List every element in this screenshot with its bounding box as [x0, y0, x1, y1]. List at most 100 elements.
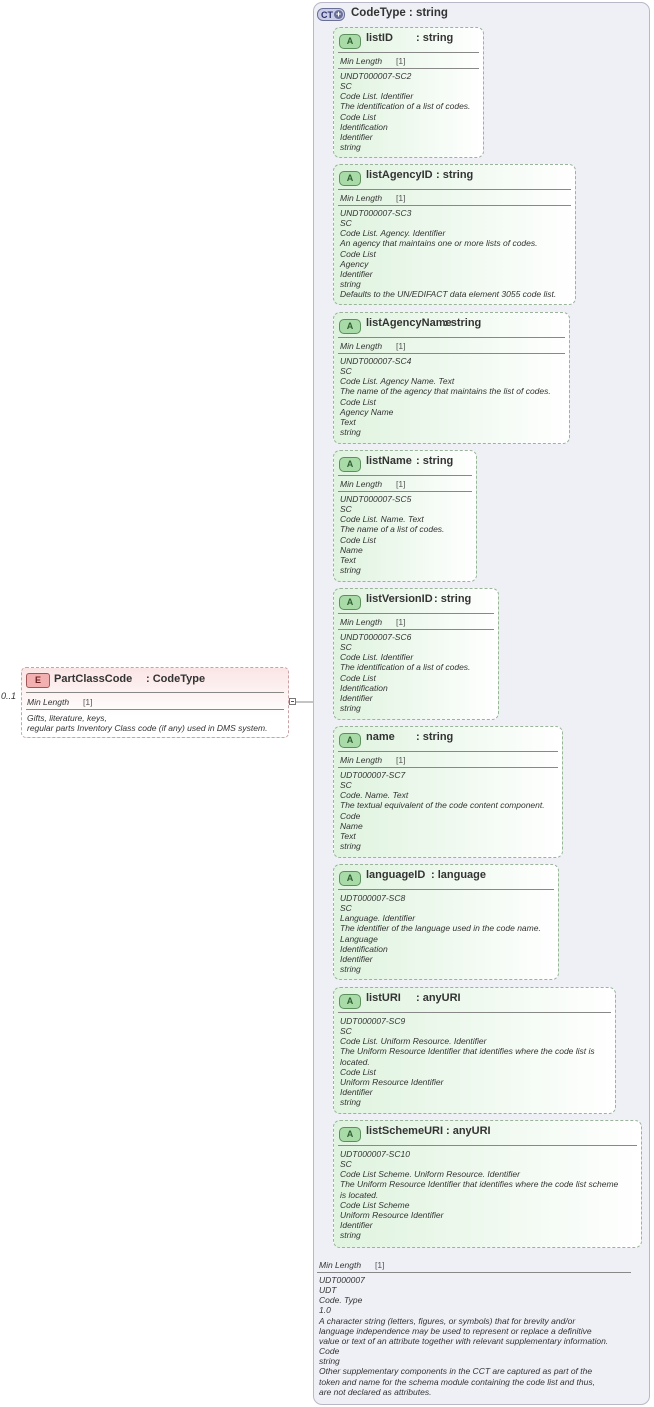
attribute-badge: A — [339, 34, 361, 49]
doc-line: Name — [340, 544, 363, 555]
element-min-length-label: Min Length — [27, 697, 70, 707]
doc-line: token and name for the schema module con… — [319, 1376, 595, 1387]
element-type: : CodeType — [146, 673, 206, 685]
attribute-min-length-value: [1] — [396, 56, 406, 66]
doc-line: Language — [340, 933, 378, 944]
attribute-badge: A — [339, 171, 361, 186]
element-separator-1 — [26, 692, 284, 693]
attribute-badge: A — [339, 994, 361, 1009]
doc-line: Text — [340, 554, 356, 565]
attribute-badge: A — [339, 595, 361, 610]
doc-line: string — [319, 1356, 340, 1367]
doc-line: located. — [340, 1056, 370, 1067]
collapse-toggle-icon[interactable] — [289, 698, 296, 705]
doc-line: UDT000007 — [319, 1275, 365, 1285]
doc-line: Identification — [340, 682, 388, 693]
ct-separator — [317, 1272, 631, 1273]
attribute-separator — [338, 353, 565, 354]
doc-line: UNDT000007-SC5 — [340, 494, 412, 504]
doc-line: Identifier — [340, 953, 373, 964]
doc-line: Code List Scheme — [340, 1199, 410, 1210]
attribute-name: name — [366, 731, 395, 743]
doc-line: Identification — [340, 943, 388, 954]
attribute-type: : string — [416, 731, 454, 743]
doc-line: The Uniform Resource Identifier that ide… — [340, 1046, 595, 1057]
doc-line: SC — [340, 81, 352, 92]
doc-line: UDT000007-SC9 — [340, 1016, 406, 1026]
doc-line: Agency Name — [340, 406, 394, 417]
doc-line: Identifier — [340, 131, 373, 142]
doc-line: The name of a list of codes. — [340, 524, 445, 535]
doc-line: Code List. Identifier — [340, 91, 414, 102]
doc-line: string — [340, 565, 361, 576]
attribute-separator — [338, 1145, 637, 1146]
doc-line: The name of the agency that maintains th… — [340, 386, 551, 397]
attribute-type: : language — [431, 869, 487, 881]
doc-line: UDT000007-SC10 — [340, 1149, 410, 1159]
doc-line: The identification of a list of codes. — [340, 101, 471, 112]
doc-line: string — [340, 279, 361, 290]
doc-line: Agency — [340, 258, 369, 269]
doc-line: string — [340, 703, 361, 714]
attribute-type: : string — [434, 593, 472, 605]
attribute-separator — [338, 1012, 611, 1013]
attribute-type: : string — [436, 169, 474, 181]
doc-line: Code List. Uniform Resource. Identifier — [340, 1036, 487, 1047]
doc-line: string — [340, 1230, 361, 1241]
attribute-name: listAgencyName — [366, 317, 452, 329]
complex-type-title: CodeType : string — [351, 7, 448, 19]
doc-line: Code List. Agency Name. Text — [340, 376, 455, 387]
attribute-min-length-value: [1] — [396, 341, 406, 351]
attribute-type: : string — [444, 317, 482, 329]
doc-line: A character string (letters, figures, or… — [319, 1315, 576, 1326]
doc-line: Identification — [340, 121, 388, 132]
attribute-min-length-label: Min Length — [340, 755, 383, 765]
doc-line: SC — [340, 366, 352, 377]
attribute-name: listAgencyID — [366, 169, 433, 181]
attribute-min-length-value: [1] — [396, 193, 406, 203]
doc-line: Code List — [340, 248, 376, 259]
doc-line: UNDT000007-SC3 — [340, 208, 412, 218]
attribute-name: listURI — [366, 992, 401, 1004]
doc-line: UNDT000007-SC4 — [340, 356, 412, 366]
doc-line: regular parts Inventory Class code (if a… — [27, 723, 268, 734]
attribute-separator — [338, 613, 494, 614]
doc-line: string — [340, 427, 361, 438]
doc-line: UDT — [319, 1285, 337, 1296]
element-documentation: Gifts, literature, keys,regular parts In… — [27, 713, 267, 733]
doc-line: string — [340, 142, 361, 153]
doc-line: 1.0 — [319, 1305, 331, 1316]
attribute-name: listSchemeURI — [366, 1125, 444, 1137]
doc-line: language independence may be used to rep… — [319, 1325, 592, 1336]
doc-line: Identifier — [340, 692, 373, 703]
doc-line: Code List — [340, 534, 376, 545]
doc-line: Code List — [340, 1066, 376, 1077]
ct-min-length-label: Min Length — [319, 1260, 362, 1270]
occurrence-label: 0..1 — [1, 691, 17, 701]
doc-line: Identifier — [340, 268, 373, 279]
attribute-separator — [338, 68, 479, 69]
doc-line: Code — [340, 810, 361, 821]
doc-line: Code List — [340, 396, 376, 407]
doc-line: The textual equivalent of the code conte… — [340, 800, 545, 811]
attribute-type: : string — [416, 32, 454, 44]
attribute-separator — [338, 52, 479, 53]
doc-line: The identification of a list of codes. — [340, 662, 471, 673]
element-box[interactable]: E PartClassCode : CodeType Min Length [1… — [21, 667, 289, 738]
doc-line: Other supplementary components in the CC… — [319, 1366, 593, 1377]
expand-plus-icon[interactable]: + — [334, 9, 343, 19]
